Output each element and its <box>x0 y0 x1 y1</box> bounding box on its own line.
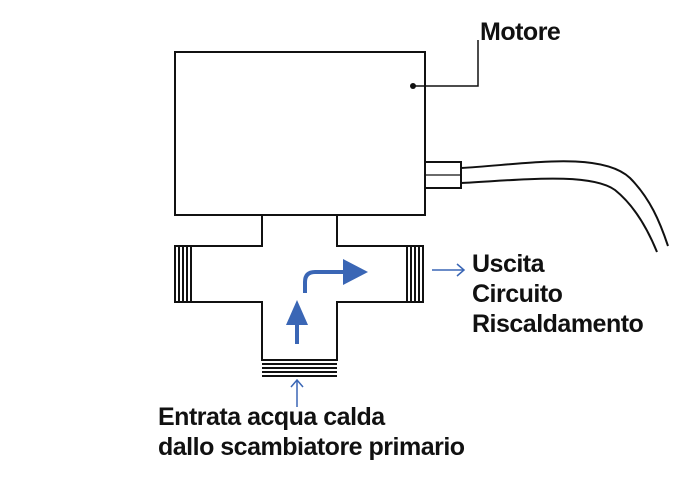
motor-leader-line <box>413 40 479 87</box>
right-fitting-threads <box>406 246 424 302</box>
inlet-arrow <box>290 378 304 407</box>
motor-housing <box>174 51 426 216</box>
flow-arrow-turn <box>303 259 368 293</box>
power-cable-inner <box>460 177 658 253</box>
inlet-label-line-2: dallo scambiatore primario <box>158 433 465 461</box>
outlet-label-line-2: Circuito <box>472 280 563 308</box>
power-cable <box>460 160 669 247</box>
bottom-fitting-threads <box>262 359 337 377</box>
inlet-label-line-1: Entrata acqua calda <box>158 403 385 431</box>
outlet-label: Uscita Circuito Riscaldamento <box>472 249 644 339</box>
motor-leader-dot <box>410 83 416 89</box>
flow-arrow-up <box>286 300 308 344</box>
outlet-label-line-1: Uscita <box>472 250 545 278</box>
left-fitting-threads <box>174 246 192 302</box>
motor-label: Motore <box>480 18 561 46</box>
inlet-label: Entrata acqua calda dallo scambiatore pr… <box>158 402 465 462</box>
outlet-arrow <box>432 263 466 277</box>
outlet-label-line-3: Riscaldamento <box>472 310 644 338</box>
